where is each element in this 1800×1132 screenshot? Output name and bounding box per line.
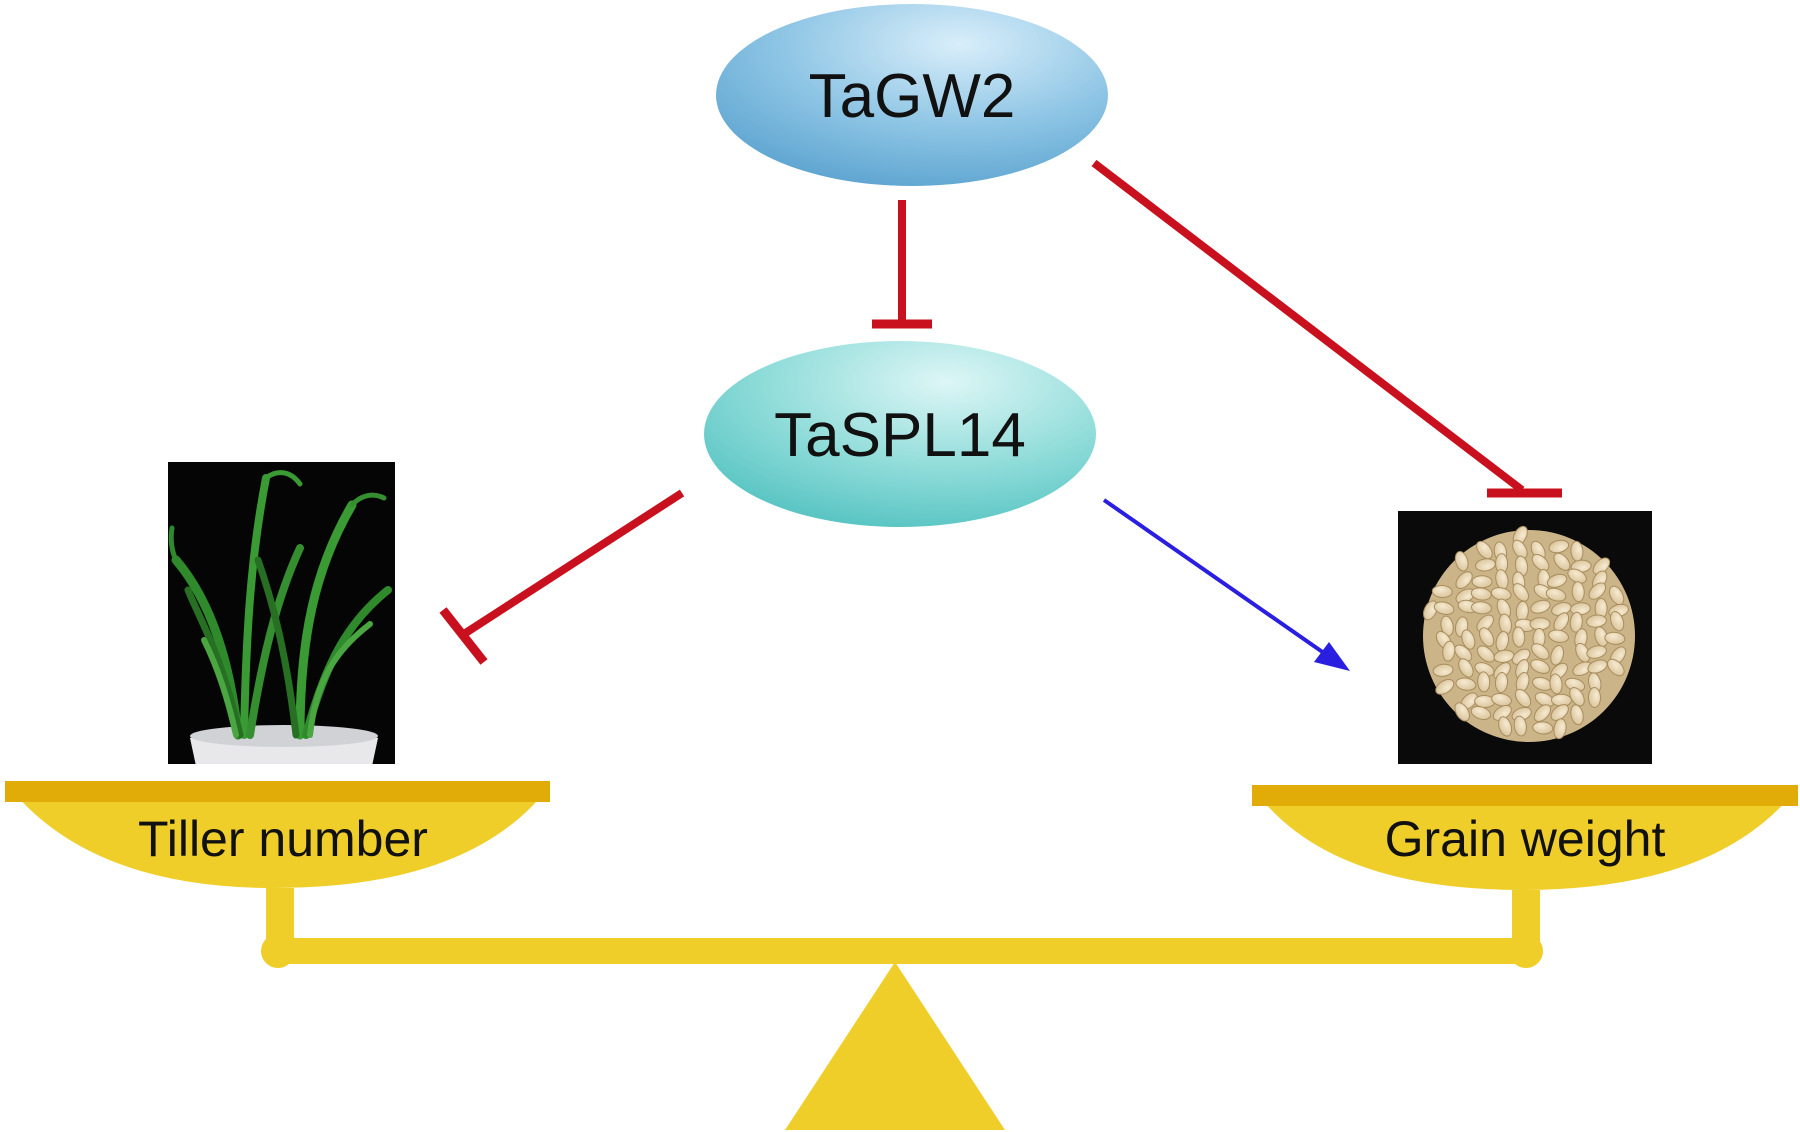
grain: [1476, 614, 1494, 633]
grain: [1512, 539, 1528, 559]
grain: [1498, 716, 1513, 737]
grain: [1571, 581, 1585, 603]
grain: [1431, 584, 1453, 599]
grain: [1454, 702, 1470, 722]
grain: [1476, 645, 1495, 663]
edge-tagw2-inhibits-taspl14: [872, 200, 932, 329]
grain: [1606, 658, 1625, 677]
grain: [1458, 658, 1474, 678]
grain: [1512, 626, 1526, 648]
grain: [1567, 568, 1587, 584]
grain: [1512, 583, 1529, 602]
grain: [1471, 601, 1492, 615]
grain: [1604, 631, 1626, 645]
grain: [1569, 611, 1583, 633]
grain: [1479, 627, 1495, 647]
grain: [1461, 629, 1476, 650]
grain: [1531, 643, 1550, 660]
grain: [1476, 540, 1493, 560]
node-taspl14-label: TaSPL14: [774, 401, 1026, 470]
grain: [1432, 663, 1454, 677]
grain: [1440, 615, 1454, 637]
grain: [1470, 706, 1492, 720]
balance-pan-left: [5, 781, 550, 888]
grain: [1435, 678, 1455, 695]
grain: [1586, 645, 1607, 659]
grain: [1470, 587, 1492, 601]
grain: [1531, 553, 1550, 572]
grain: [1530, 659, 1551, 674]
grain: [1545, 587, 1567, 602]
wheat-grains-photo: [1398, 511, 1652, 764]
node-tagw2: TaGW2: [716, 4, 1108, 186]
grain: [1587, 659, 1608, 674]
grain: [1491, 693, 1512, 707]
grain: [1455, 571, 1473, 589]
grain: [1513, 715, 1527, 737]
grain: [1454, 551, 1469, 572]
grain: [1570, 704, 1584, 726]
node-tagw2-label: TaGW2: [809, 62, 1016, 131]
grain: [1548, 539, 1570, 554]
grain: [1546, 573, 1568, 588]
edge-tagw2-inhibits-grain-weight: [1091, 159, 1562, 498]
grain: [1433, 601, 1455, 616]
grain: [1548, 629, 1569, 643]
grain: [1610, 611, 1625, 632]
grain: [1455, 677, 1477, 691]
grain: [1553, 552, 1571, 571]
grain: [1494, 672, 1509, 693]
edge-taspl14-inhibits-tiller-number: [439, 489, 685, 665]
balance-fulcrum: [785, 962, 1005, 1130]
grain: [1471, 575, 1493, 589]
grain: [1423, 600, 1438, 621]
node-taspl14: TaSPL14: [704, 341, 1096, 527]
edge-taspl14-activates-grain-weight: [1102, 498, 1350, 671]
balance-scale: Tiller number Grain weight: [5, 781, 1798, 1130]
grain: [1477, 671, 1491, 693]
grain: [1553, 718, 1567, 740]
pan-left-label: Tiller number: [138, 811, 428, 867]
grain: [1532, 721, 1554, 735]
grain: [1533, 704, 1552, 722]
pan-right-label: Grain weight: [1385, 811, 1666, 867]
grain: [1530, 599, 1551, 614]
grain: [1588, 582, 1607, 600]
grain: [1587, 687, 1602, 708]
grain: [1550, 704, 1569, 721]
grain: [1550, 645, 1564, 666]
balance-pan-right: [1252, 785, 1798, 890]
grain: [1514, 688, 1532, 708]
grain: [1454, 644, 1473, 662]
wheat-seedlings-photo: [168, 462, 395, 764]
grain: [1592, 557, 1611, 575]
grain: [1569, 687, 1585, 707]
grain: [1549, 673, 1563, 695]
